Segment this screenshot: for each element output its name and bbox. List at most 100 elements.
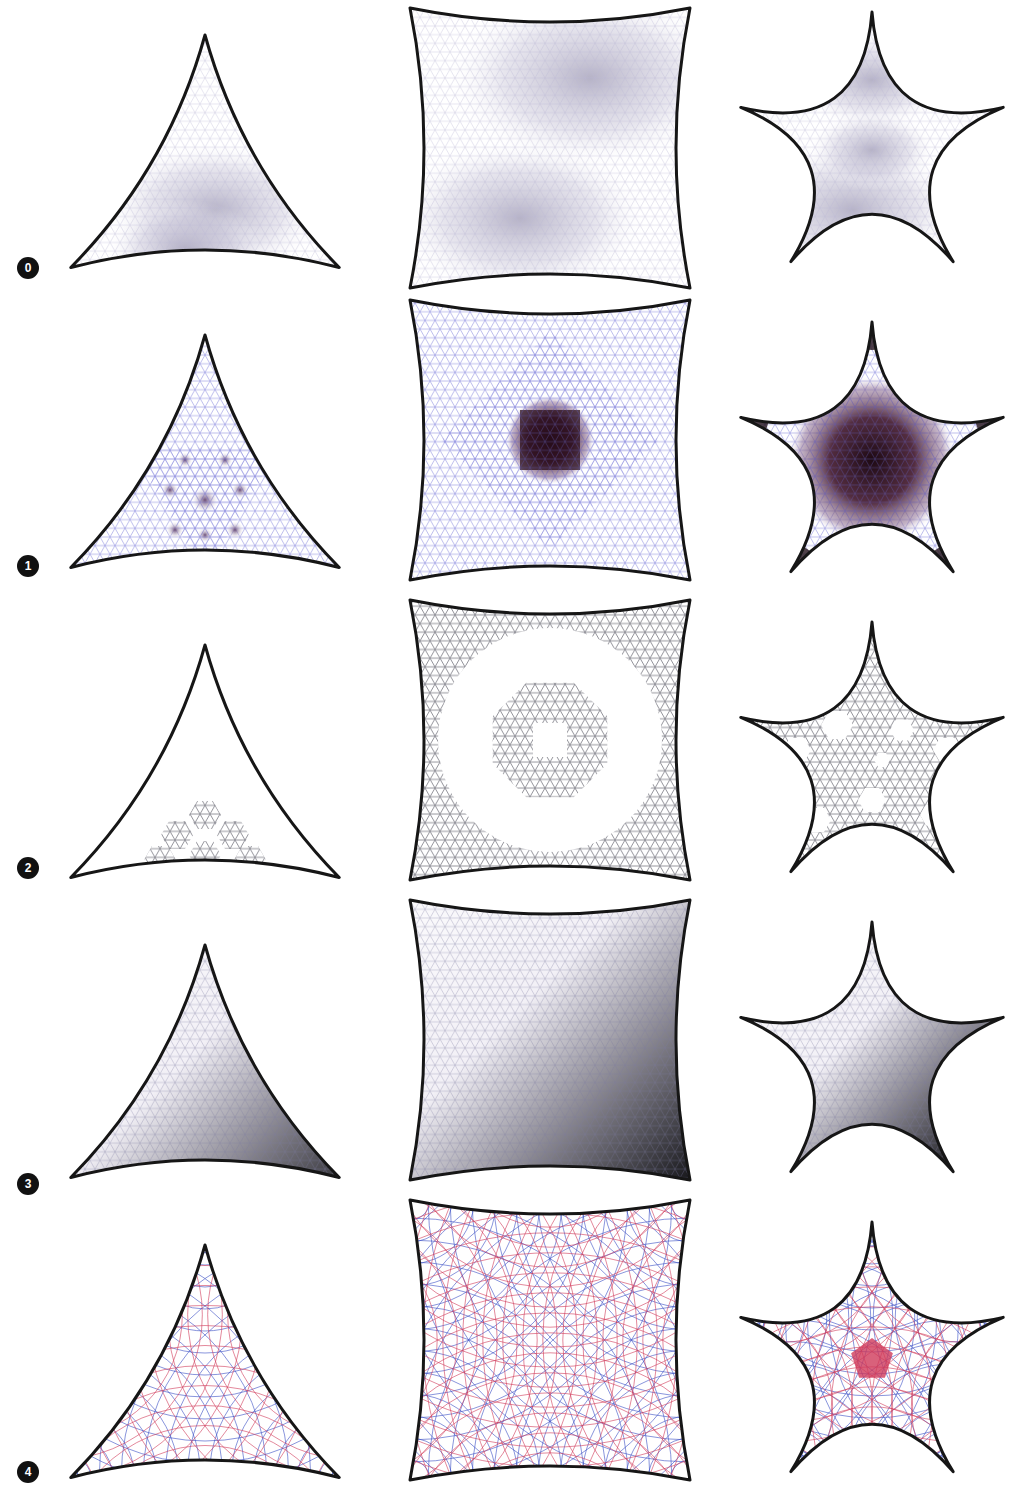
principal-curve [12, 1270, 102, 1360]
principal-curve [545, 1121, 937, 1490]
membrane-fill [347, 0, 753, 351]
membrane-cell [45, 30, 365, 350]
principal-curve [47, 1055, 617, 1490]
principal-curve [0, 995, 677, 1490]
callout-number: 1 [17, 555, 39, 577]
principal-curve [698, 1048, 1013, 1396]
mesh-overlay [800, 399, 944, 536]
principal-curve [0, 1250, 122, 1380]
principal-curve [205, 1213, 895, 1490]
principal-curve [0, 1150, 399, 1490]
principal-curve [0, 935, 737, 1490]
membrane-fill [729, 317, 1013, 603]
principal-curve [267, 1275, 397, 1405]
principal-curve [0, 975, 697, 1490]
principal-curve [16, 806, 804, 1490]
principal-curve [0, 1130, 242, 1490]
callout-text: 3 [25, 1178, 32, 1190]
membrane-surface [729, 917, 1013, 1203]
principal-curve [325, 897, 775, 1347]
membrane-fill [45, 330, 365, 650]
principal-curve [0, 1210, 162, 1420]
membrane-cell [19, 914, 391, 1286]
membrane-fill [45, 330, 365, 650]
principal-curve [731, 1122, 1013, 1490]
principal-curve [785, 1099, 1013, 1490]
principal-curve [776, 1052, 1013, 1422]
membrane-outline [410, 1200, 690, 1480]
principal-curve [595, 1276, 987, 1490]
principal-curve [38, 828, 782, 1490]
principal-curve [727, 1367, 1013, 1490]
principal-curve [305, 1313, 795, 1490]
callout-text: 1 [25, 560, 32, 572]
principal-curve [40, 1406, 370, 1490]
membrane-cell [729, 317, 1013, 603]
material-patch [189, 801, 221, 829]
principal-curve [127, 1135, 537, 1490]
membrane-fill [347, 537, 753, 943]
principal-curve [0, 1090, 282, 1490]
membrane-surface [347, 0, 753, 351]
principal-curve [60, 1130, 760, 1490]
principal-curve [583, 1262, 873, 1490]
membrane-outline [741, 12, 1003, 262]
principal-curve [485, 1057, 615, 1187]
principal-curve [0, 983, 467, 1490]
principal-curve [751, 1142, 1013, 1490]
principal-curve [687, 1327, 1013, 1490]
principal-curve [245, 817, 855, 1427]
membrane-fill [347, 0, 753, 351]
principal-curve [328, 1290, 378, 1340]
principal-curve [851, 1242, 1013, 1490]
membrane-cell [347, 237, 753, 643]
material-patch [217, 821, 249, 849]
principal-curve [192, 1262, 628, 1490]
membrane-fill [45, 30, 365, 350]
clear-zone [783, 738, 811, 762]
mesh-overlay [131, 447, 279, 575]
principal-curve [669, 1188, 1013, 1490]
membrane-outline [71, 35, 339, 268]
principal-curve [503, 1182, 953, 1490]
membrane-outline [410, 8, 690, 288]
membrane-fill [347, 237, 753, 643]
membrane-surface [347, 537, 753, 943]
clear-zone [890, 720, 914, 741]
principal-curve [529, 1210, 1013, 1490]
callout-text: 4 [25, 1466, 32, 1478]
principal-curve [0, 1326, 450, 1490]
principal-curve [867, 1386, 1013, 1490]
principal-curve [16, 1086, 804, 1490]
principal-curve [126, 1196, 694, 1490]
principal-curve [445, 1453, 655, 1490]
membrane-surface [19, 914, 391, 1286]
principal-curve [0, 990, 382, 1490]
principal-curve [618, 1072, 948, 1402]
callout-text: 0 [25, 262, 32, 274]
principal-curve [525, 1097, 575, 1147]
clear-zone [821, 711, 853, 739]
principal-curve [523, 1099, 959, 1490]
principal-curve [247, 1255, 417, 1425]
principal-curve [931, 1322, 1013, 1490]
callout-number: 0 [17, 257, 39, 279]
callout-text: 2 [25, 862, 32, 874]
principal-curve [82, 1152, 738, 1490]
principal-curve [445, 1017, 655, 1227]
principal-curve [296, 1086, 1013, 1490]
material-patch [161, 821, 193, 849]
principal-curve [895, 1209, 1013, 1425]
principal-curve [87, 1095, 577, 1490]
principal-curve [588, 938, 1013, 1490]
principal-curve [847, 1487, 897, 1490]
principal-curve [274, 784, 1013, 1490]
principal-curve [385, 957, 715, 1287]
clear-zone [874, 753, 890, 767]
principal-curve [0, 1010, 362, 1490]
principal-curve [0, 1005, 445, 1485]
membrane-fill [729, 317, 1013, 603]
membrane-fill [45, 940, 365, 1260]
principal-curve [479, 1055, 1003, 1490]
